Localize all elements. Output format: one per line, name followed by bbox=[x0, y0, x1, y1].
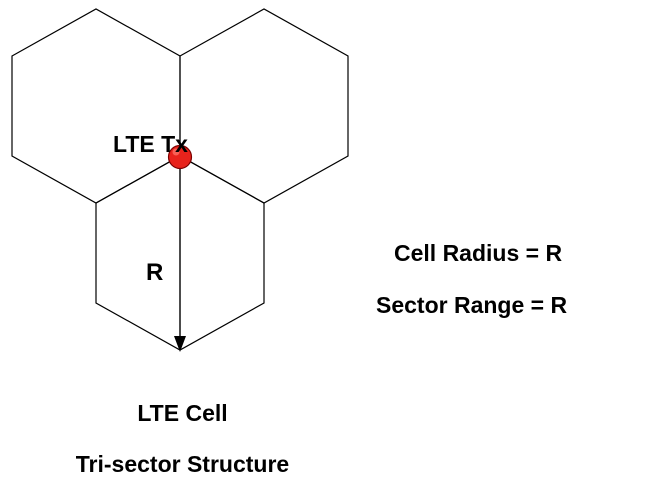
arrow-down-icon bbox=[174, 336, 186, 352]
cell-radius-text: Cell Radius = R bbox=[394, 240, 563, 266]
sector-range-text: Sector Range = R bbox=[376, 292, 568, 318]
radius-label: R bbox=[146, 259, 164, 286]
sector-upper-right bbox=[179, 8, 349, 204]
diagram-title: LTE Cell bbox=[137, 400, 228, 426]
diagram-subtitle: Tri-sector Structure bbox=[75, 451, 290, 477]
transmitter-label: LTE Tx bbox=[113, 131, 188, 157]
sector-upper-left bbox=[11, 8, 181, 204]
transmitter-highlight bbox=[172, 148, 180, 156]
